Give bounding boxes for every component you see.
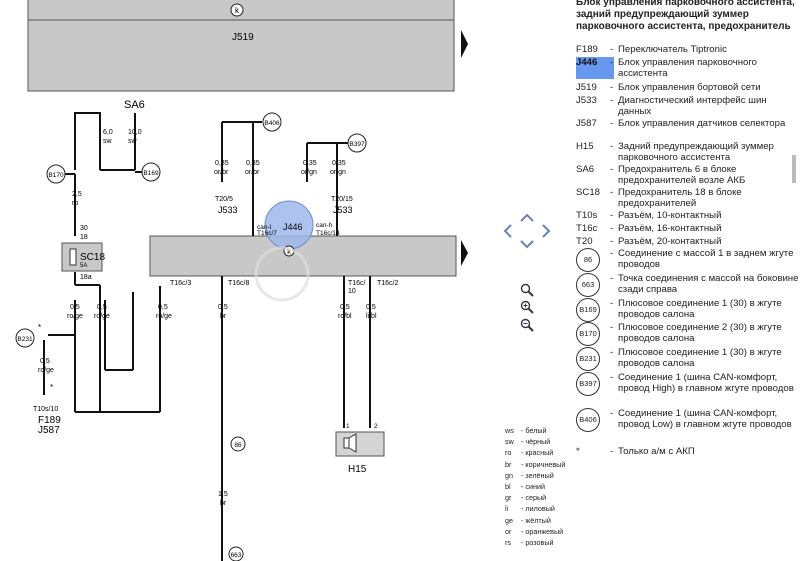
svg-text:0,35: 0,35 [246, 160, 260, 167]
svg-text:T16c/3: T16c/3 [170, 280, 192, 287]
b397-marker: B397 [349, 141, 365, 148]
svg-text:0,5: 0,5 [97, 304, 107, 311]
svg-text:or/br: or/br [245, 169, 260, 176]
svg-text:J533: J533 [333, 205, 353, 215]
sc18-amp: 5A [80, 263, 87, 269]
j446-label: J446 [283, 222, 303, 232]
svg-text:0,5: 0,5 [218, 304, 228, 311]
svg-text:T16c/: T16c/ [348, 280, 366, 287]
svg-text:ro/ge: ro/ge [67, 313, 83, 320]
svg-text:can-h: can-h [316, 222, 333, 229]
k-marker-top [230, 3, 244, 17]
svg-text:T16c/14: T16c/14 [316, 230, 340, 237]
svg-text:*: * [38, 323, 41, 332]
svg-text:18a: 18a [80, 274, 92, 281]
svg-text:ro: ro [72, 200, 78, 207]
color-abbreviations: ws - белый sw - чёрный ro - красный br -… [505, 426, 566, 547]
svg-text:2: 2 [374, 423, 378, 430]
svg-text:10,0: 10,0 [128, 129, 142, 136]
svg-text:T16c/7: T16c/7 [257, 230, 277, 237]
svg-text:0,35: 0,35 [215, 160, 229, 167]
b169-marker: B169 [143, 170, 159, 177]
svg-text:T20/15: T20/15 [331, 196, 353, 203]
legend-title: Блок управления парковочного ассистента,… [576, 0, 795, 32]
svg-text:or/br: or/br [214, 169, 229, 176]
wiring-diagram: k J519 J446 k SA6 [15, 0, 468, 561]
k-marker-top-label: k [235, 6, 240, 15]
zoom-reset-icon[interactable] [520, 283, 534, 297]
ground-86-marker: 86 [234, 442, 242, 449]
arrow-right-mid [461, 240, 468, 266]
svg-text:1,5: 1,5 [218, 491, 228, 498]
svg-text:sw: sw [103, 138, 113, 145]
f189-label: F189 [38, 415, 61, 426]
svg-text:0,5: 0,5 [40, 358, 50, 365]
svg-text:br: br [220, 313, 227, 320]
b170-marker: B170 [48, 172, 64, 179]
svg-text:0,5: 0,5 [340, 304, 350, 311]
scrollbar-thumb[interactable] [792, 155, 796, 183]
svg-text:or/gn: or/gn [301, 169, 317, 176]
svg-text:li/bl: li/bl [366, 313, 377, 320]
svg-text:1: 1 [346, 423, 350, 430]
vw-watermark [254, 246, 310, 302]
t10s-label: T10s/10 [33, 406, 58, 413]
svg-text:ro/ge: ro/ge [156, 313, 172, 320]
svg-text:2,5: 2,5 [72, 191, 82, 198]
pan-arrows-icon[interactable] [503, 213, 551, 249]
svg-text:ro/ge: ro/ge [94, 313, 110, 320]
svg-text:18: 18 [80, 234, 88, 241]
svg-text:or/gn: or/gn [330, 169, 346, 176]
b231-marker: B231 [17, 336, 33, 343]
j587-label: J587 [38, 425, 60, 436]
svg-text:T16c/8: T16c/8 [228, 280, 250, 287]
svg-text:br: br [220, 500, 227, 507]
svg-text:30: 30 [80, 225, 88, 232]
svg-text:T20/5: T20/5 [215, 196, 233, 203]
ground-663-marker: 663 [231, 552, 242, 559]
svg-text:*: * [50, 383, 53, 392]
svg-text:0,5: 0,5 [70, 304, 80, 311]
svg-text:ro/bl: ro/bl [338, 313, 352, 320]
j519-label: J519 [232, 32, 254, 43]
h15-label: H15 [348, 464, 367, 475]
arrow-right-top [461, 30, 468, 58]
svg-text:6,0: 6,0 [103, 129, 113, 136]
sc18-label: SC18 [80, 252, 105, 263]
h15-buzzer [335, 431, 385, 457]
k-marker-mid: k [287, 249, 291, 256]
zoom-in-icon[interactable] [520, 300, 534, 314]
svg-text:10: 10 [348, 288, 356, 295]
svg-text:0,5: 0,5 [366, 304, 376, 311]
svg-text:0,35: 0,35 [332, 160, 346, 167]
j519-block [27, 0, 455, 92]
svg-text:0,35: 0,35 [303, 160, 317, 167]
zoom-out-icon[interactable] [520, 318, 534, 332]
svg-text:T16c/2: T16c/2 [377, 280, 399, 287]
svg-text:can-l: can-l [257, 224, 272, 231]
b406-marker: B406 [264, 120, 280, 127]
svg-text:ro/ge: ro/ge [38, 367, 54, 374]
svg-text:0,5: 0,5 [158, 304, 168, 311]
sa6-label: SA6 [124, 99, 145, 111]
svg-text:sw: sw [128, 138, 138, 145]
svg-text:J533: J533 [218, 205, 238, 215]
